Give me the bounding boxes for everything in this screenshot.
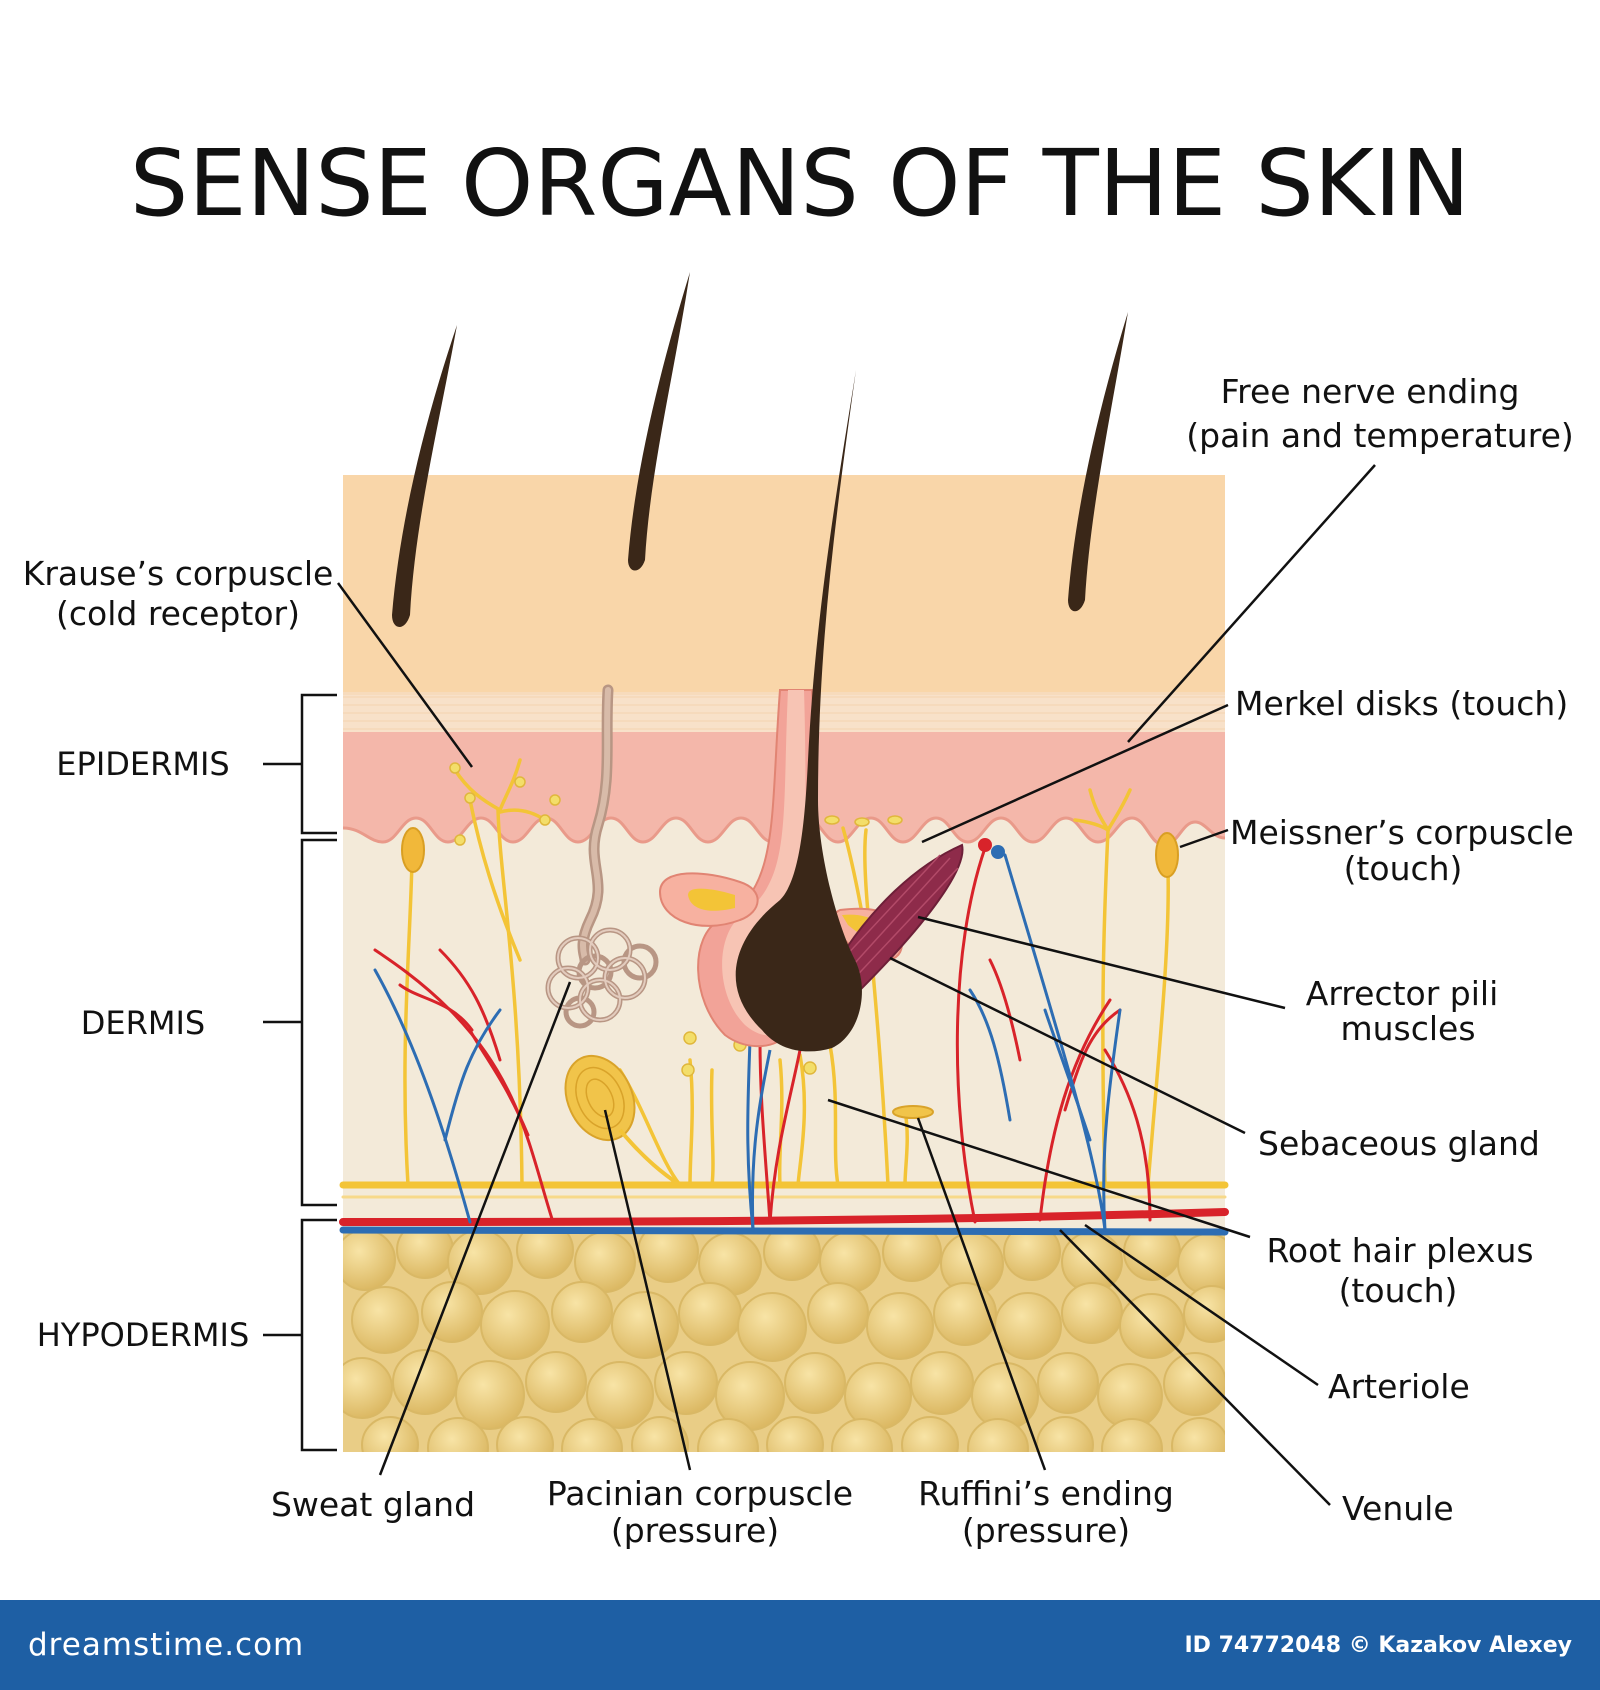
label-ruffini-ending-note: (pressure) (962, 1511, 1130, 1550)
label-free-nerve-ending: Free nerve ending (1221, 372, 1520, 411)
epidermis-label: EPIDERMIS (56, 745, 229, 783)
label-krause-corpuscle-note: (cold receptor) (56, 594, 300, 633)
skin-diagram: SENSE ORGANS OF THE SKIN (23, 130, 1574, 1550)
label-pacinian-corpuscle: Pacinian corpuscle (547, 1474, 853, 1513)
meissner-corpuscles (401, 827, 1179, 878)
label-sweat-gland: Sweat gland (271, 1485, 475, 1524)
label-arrector-pili-note: muscles (1340, 1009, 1475, 1048)
hairs (392, 272, 1128, 1052)
label-pacinian-corpuscle-note: (pressure) (611, 1511, 779, 1550)
hypodermis-label: HYPODERMIS (37, 1316, 250, 1354)
label-arrector-pili: Arrector pili (1306, 974, 1499, 1013)
label-krause-corpuscle: Krause’s corpuscle (23, 554, 334, 593)
label-merkel-disks: Merkel disks (touch) (1235, 684, 1568, 723)
label-arteriole: Arteriole (1328, 1367, 1470, 1406)
label-root-hair-plexus: Root hair plexus (1266, 1231, 1533, 1270)
watermark-footer: dreamstime.com ID 74772048 © Kazakov Ale… (0, 1600, 1600, 1690)
label-sebaceous-gland: Sebaceous gland (1258, 1124, 1540, 1163)
layer-labels: EPIDERMIS DERMIS HYPODERMIS (37, 745, 250, 1354)
structure-labels: Free nerve ending (pain and temperature)… (23, 372, 1574, 1550)
label-root-hair-plexus-note: (touch) (1339, 1271, 1458, 1310)
label-meissner-corpuscle: Meissner’s corpuscle (1230, 813, 1574, 852)
page-title: SENSE ORGANS OF THE SKIN (130, 130, 1470, 237)
nerve-fibers (339, 758, 1229, 1199)
label-ruffini-ending: Ruffini’s ending (918, 1474, 1174, 1513)
ruffini-ending (892, 1105, 934, 1119)
fat-cells (343, 1230, 1225, 1452)
blood-vessels (339, 838, 1229, 1236)
label-venule: Venule (1342, 1489, 1454, 1528)
layer-brackets (263, 693, 337, 1452)
footer-site: dreamstime.com (28, 1627, 305, 1663)
label-free-nerve-ending-note: (pain and temperature) (1186, 416, 1574, 455)
label-meissner-corpuscle-note: (touch) (1344, 849, 1463, 888)
footer-credit: ID 74772048 © Kazakov Alexey (1184, 1632, 1572, 1658)
leader-lines (336, 464, 1376, 1506)
dermis-label: DERMIS (81, 1004, 205, 1042)
pacinian-corpuscle (564, 1054, 682, 1187)
sweat-gland (545, 684, 659, 1029)
